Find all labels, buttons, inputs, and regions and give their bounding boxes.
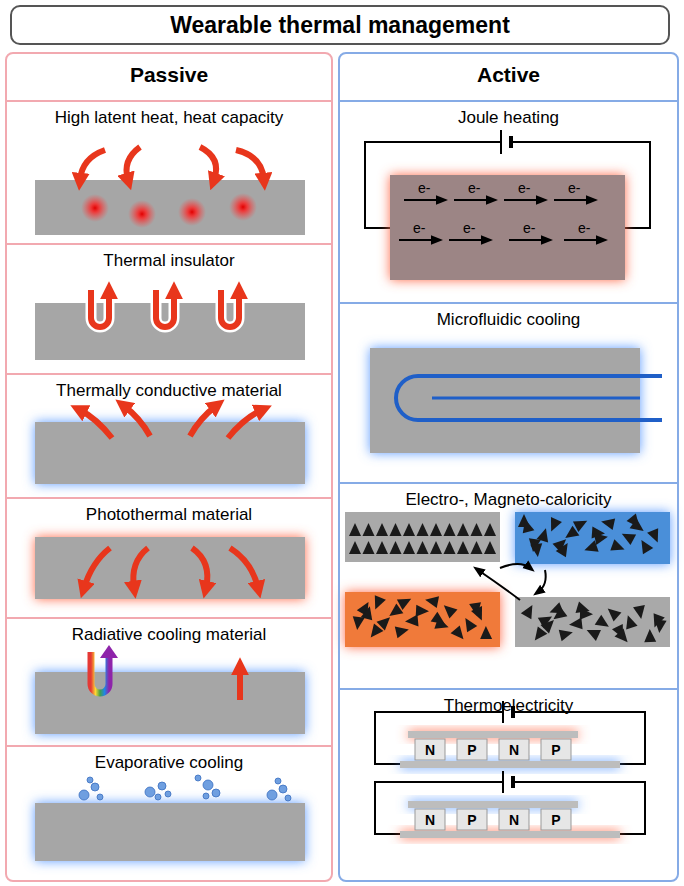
heading-text: Photothermal material	[5, 499, 333, 525]
electron-label: e-	[413, 221, 425, 235]
semiconductor-type: N	[425, 813, 435, 827]
electron-label: e-	[568, 181, 580, 195]
panel: ActiveJoule heatingMicrofluidic coolingE…	[338, 52, 679, 882]
category-cell: Thermal insulator	[5, 243, 333, 373]
electron-label: e-	[523, 221, 535, 235]
heading-text: High latent heat, heat capacity	[5, 102, 333, 128]
semiconductor-type: P	[551, 743, 560, 757]
semiconductor-type: N	[425, 743, 435, 757]
category-cell: Evaporative cooling	[5, 745, 333, 882]
semiconductor-type: N	[509, 743, 519, 757]
category-cell: High latent heat, heat capacity	[5, 100, 333, 243]
semiconductor-type: P	[467, 743, 476, 757]
category-cell: Microfluidic cooling	[338, 302, 679, 482]
semiconductor-type: P	[467, 813, 476, 827]
category-cell: Thermally conductive material	[5, 373, 333, 497]
category-cell: Joule heating	[338, 100, 679, 302]
heading-text: Radiative cooling material	[5, 619, 333, 645]
semiconductor-type: P	[551, 813, 560, 827]
heading-text: Evaporative cooling	[5, 747, 333, 773]
electron-label: e-	[418, 181, 430, 195]
heading-text: Thermally conductive material	[5, 375, 333, 401]
heading-text: Joule heating	[338, 102, 679, 128]
category-cell: Radiative cooling material	[5, 617, 333, 745]
heading-text: Electro-, Magneto-caloricity	[338, 484, 679, 510]
heading-text: Passive	[7, 54, 331, 87]
semiconductor-type: N	[509, 813, 519, 827]
category-cell: Thermoelectricity	[338, 688, 679, 882]
heading-text: Thermal insulator	[5, 245, 333, 271]
electron-label: e-	[463, 221, 475, 235]
heading-text: Active	[340, 54, 677, 87]
category-cell: Electro-, Magneto-caloricity	[338, 482, 679, 688]
title: Wearable thermal management	[10, 5, 670, 45]
heading-text: Microfluidic cooling	[338, 304, 679, 330]
electron-label: e-	[578, 221, 590, 235]
heading-text: Thermoelectricity	[338, 690, 679, 716]
panel: PassiveHigh latent heat, heat capacityTh…	[5, 52, 333, 882]
category-cell: Photothermal material	[5, 497, 333, 617]
electron-label: e-	[518, 181, 530, 195]
electron-label: e-	[468, 181, 480, 195]
